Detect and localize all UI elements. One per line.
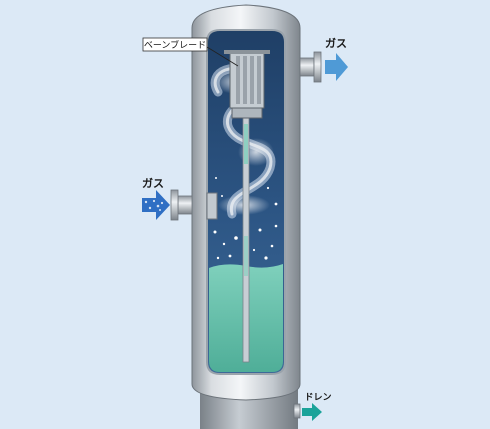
- vane-blade-callout: ベーンブレード: [142, 37, 239, 67]
- vane-blade-unit: [224, 50, 270, 119]
- gas-outlet-label: ガス: [325, 36, 347, 50]
- gas-outlet-arrow: [325, 53, 348, 81]
- drain-label: ドレン: [304, 392, 331, 403]
- inlet-baffle: [206, 192, 218, 220]
- gas-inlet-label: ガス: [142, 176, 164, 190]
- drain-nozzle: [293, 403, 301, 419]
- drain-arrow: [302, 403, 322, 421]
- gas-inlet-nozzle: [170, 189, 193, 221]
- drain-pipe: [242, 117, 250, 363]
- vane-blade-label: ベーンブレード: [144, 39, 206, 51]
- droplets: [210, 177, 278, 260]
- gas-inlet-arrow: [142, 190, 170, 220]
- gas-outlet-nozzle: [299, 51, 322, 83]
